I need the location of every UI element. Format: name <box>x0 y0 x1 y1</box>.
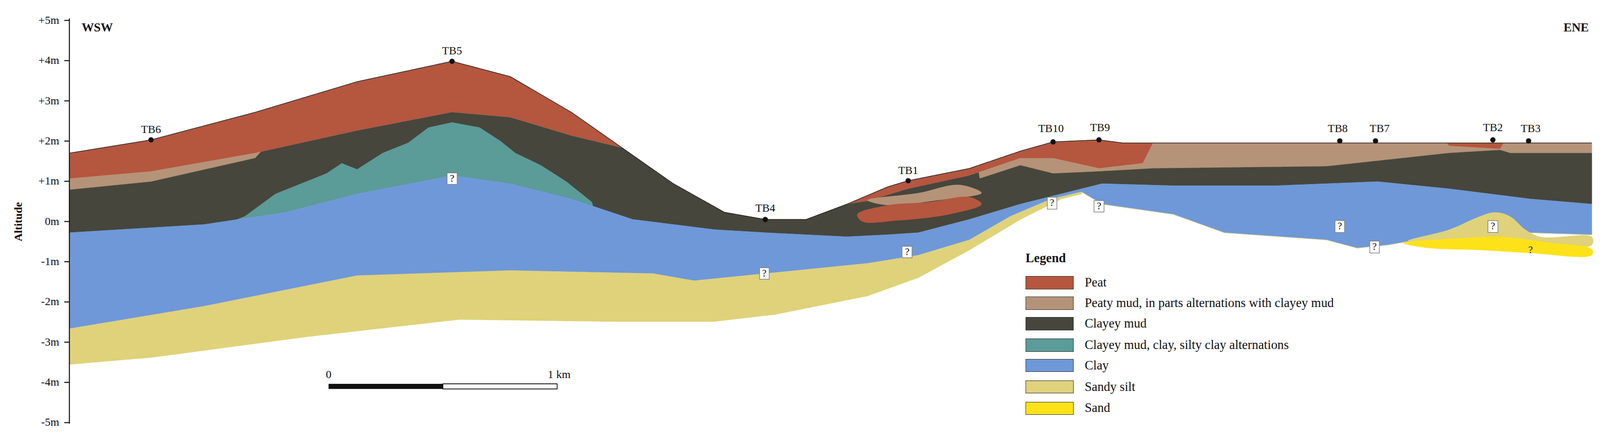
legend-swatch <box>1025 275 1074 290</box>
uncertainty-mark: ? <box>759 267 770 280</box>
axis-tick-label: +2m <box>38 134 60 148</box>
ground-surface <box>69 60 1592 220</box>
legend-swatch <box>1025 358 1074 373</box>
uncertainty-mark: ? <box>1046 196 1058 210</box>
scale-bar <box>442 383 558 389</box>
borehole-dot <box>449 58 455 64</box>
borehole-dot <box>1489 137 1496 143</box>
legend-swatch <box>1025 316 1074 331</box>
borehole-label: TB1 <box>898 164 919 177</box>
axis-tick-label: -3m <box>40 335 60 349</box>
borehole-label: TB9 <box>1089 121 1110 134</box>
axis-tick <box>64 261 70 262</box>
axis-tick-label: 0m <box>44 215 60 228</box>
axis-tick-label: -4m <box>40 375 60 389</box>
axis-tick <box>64 381 70 383</box>
legend-title: Legend <box>1025 251 1067 265</box>
legend-label: Sandy silt <box>1084 379 1136 394</box>
sandy-silt-layer <box>69 191 1592 365</box>
axis-tick-label: +1m <box>38 174 60 188</box>
uncertainty-mark: ? <box>902 245 913 259</box>
borehole-dot <box>905 177 911 183</box>
borehole-dot <box>1050 139 1056 145</box>
borehole-label: TB7 <box>1369 122 1390 135</box>
peat-lens <box>856 196 982 223</box>
axis-tick-label: +5m <box>38 14 60 27</box>
scale-label: 1 km <box>547 368 571 381</box>
borehole-dot <box>1372 138 1379 144</box>
legend-label: Clayey mud, clay, silty clay alternation… <box>1084 337 1289 352</box>
uncertainty-mark: ? <box>446 172 458 185</box>
borehole-dot <box>762 216 768 222</box>
borehole-dot <box>1337 138 1343 144</box>
uncertainty-mark: ? <box>1487 220 1499 233</box>
axis-tick <box>64 421 70 423</box>
borehole-label: TB5 <box>442 44 463 58</box>
uncertainty-mark: ? <box>1528 244 1534 256</box>
axis-tick <box>64 180 70 182</box>
legend-label: Peat <box>1084 275 1107 290</box>
axis-tick-label: -2m <box>40 295 60 308</box>
legend-swatch <box>1025 338 1074 352</box>
legend-swatch <box>1025 296 1074 310</box>
legend-label: Clayey mud <box>1084 316 1147 331</box>
borehole-label: TB6 <box>140 123 162 136</box>
legend-label: Clay <box>1084 358 1109 373</box>
direction-label: WSW <box>81 20 113 35</box>
axis-tick <box>64 60 70 61</box>
uncertainty-mark: ? <box>1334 220 1346 233</box>
scale-label: 0 <box>325 368 332 381</box>
legend-swatch <box>1025 401 1074 415</box>
borehole-dot <box>1525 138 1531 144</box>
axis-tick <box>64 100 70 101</box>
axis-tick-label: +3m <box>38 94 60 108</box>
legend-swatch <box>1025 380 1074 394</box>
borehole-label: TB2 <box>1482 121 1503 134</box>
axis-tick <box>64 20 70 21</box>
direction-label: ENE <box>1563 20 1590 35</box>
borehole-label: TB8 <box>1328 122 1349 135</box>
axis-tick <box>64 301 70 302</box>
sand-lens <box>1403 236 1594 257</box>
axis-title: Altitude <box>12 201 25 241</box>
axis-tick <box>64 221 70 222</box>
axis-tick-label: -1m <box>40 255 60 268</box>
borehole-label: TB4 <box>755 201 776 215</box>
scale-bar <box>328 383 443 389</box>
borehole-dot <box>148 137 154 143</box>
axis-tick-label: +4m <box>38 54 60 67</box>
legend-label: Sand <box>1084 401 1111 415</box>
borehole-label: TB3 <box>1520 122 1541 135</box>
borehole-label: TB10 <box>1038 122 1065 135</box>
uncertainty-mark: ? <box>1369 240 1380 253</box>
axis-tick <box>64 140 70 142</box>
uncertainty-mark: ? <box>1093 200 1105 213</box>
axis-tick-label: -5m <box>40 416 60 429</box>
axis-tick <box>64 341 70 343</box>
legend-label: Peaty mud, in parts alternations with cl… <box>1084 295 1334 310</box>
borehole-dot <box>1096 137 1102 143</box>
